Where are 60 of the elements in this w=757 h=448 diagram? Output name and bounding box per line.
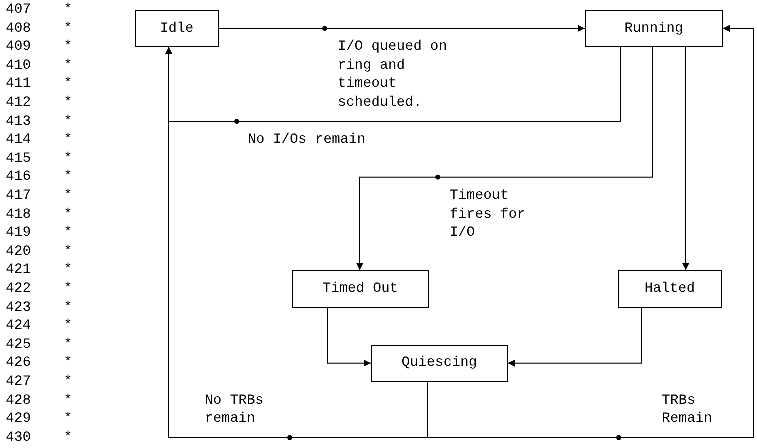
comment-mark: * <box>64 354 72 373</box>
line-number: 424 <box>6 317 32 336</box>
comment-mark: * <box>64 75 72 94</box>
arrow <box>428 25 754 438</box>
comment-mark: * <box>64 1 72 20</box>
line-number: 426 <box>6 354 32 373</box>
comment-mark: * <box>64 373 72 392</box>
arrow <box>682 46 690 271</box>
state-box: Idle <box>135 10 219 48</box>
arrow <box>166 46 428 438</box>
line-number: 420 <box>6 242 32 262</box>
line-number: 421 <box>6 261 32 280</box>
comment-mark: * <box>64 168 72 187</box>
comment-mark: * <box>64 20 72 38</box>
line-number: 412 <box>6 94 32 113</box>
line-number: 407 <box>6 1 32 20</box>
comment-mark: * <box>64 112 72 132</box>
line-number: 428 <box>6 392 32 410</box>
comment-mark: * <box>64 187 72 206</box>
state-box: Quiescing <box>371 344 508 382</box>
line-number: 430 <box>6 428 32 448</box>
comment-mark: * <box>64 150 72 168</box>
comment-mark: * <box>64 38 72 57</box>
line-number: 414 <box>6 131 32 150</box>
line-number: 419 <box>6 224 32 243</box>
comment-mark: * <box>64 280 72 299</box>
line-number: 427 <box>6 373 32 392</box>
line-number: 408 <box>6 20 32 38</box>
arrow <box>328 307 372 367</box>
line-number: 418 <box>6 206 32 224</box>
comment-mark: * <box>64 298 72 318</box>
comment-mark: * <box>64 242 72 262</box>
comment-mark: * <box>64 56 72 76</box>
line-number: 410 <box>6 56 32 76</box>
comment-mark: * <box>64 428 72 448</box>
line-number: 411 <box>6 75 32 94</box>
comment-mark: * <box>64 410 72 429</box>
line-number: 417 <box>6 187 32 206</box>
state-box: Running <box>585 10 723 48</box>
comment-mark: * <box>64 392 72 410</box>
line-number: 409 <box>6 38 32 57</box>
comment-mark: * <box>64 317 72 336</box>
line-number: 422 <box>6 280 32 299</box>
comment-mark: * <box>64 206 72 224</box>
comment-mark: * <box>64 94 72 113</box>
arrow <box>356 46 654 271</box>
comment-mark: * <box>64 261 72 280</box>
line-number: 415 <box>6 150 32 168</box>
arrow <box>508 307 642 367</box>
comment-mark: * <box>64 224 72 243</box>
comment-mark: * <box>64 336 72 354</box>
line-number: 429 <box>6 410 32 429</box>
line-number: 423 <box>6 298 32 318</box>
line-number: 416 <box>6 168 32 187</box>
arrow <box>218 25 586 32</box>
comment-mark: * <box>64 131 72 150</box>
state-box: Halted <box>618 270 722 308</box>
line-number: 425 <box>6 336 32 354</box>
line-number: 413 <box>6 112 32 132</box>
state-box: Timed Out <box>292 270 429 308</box>
